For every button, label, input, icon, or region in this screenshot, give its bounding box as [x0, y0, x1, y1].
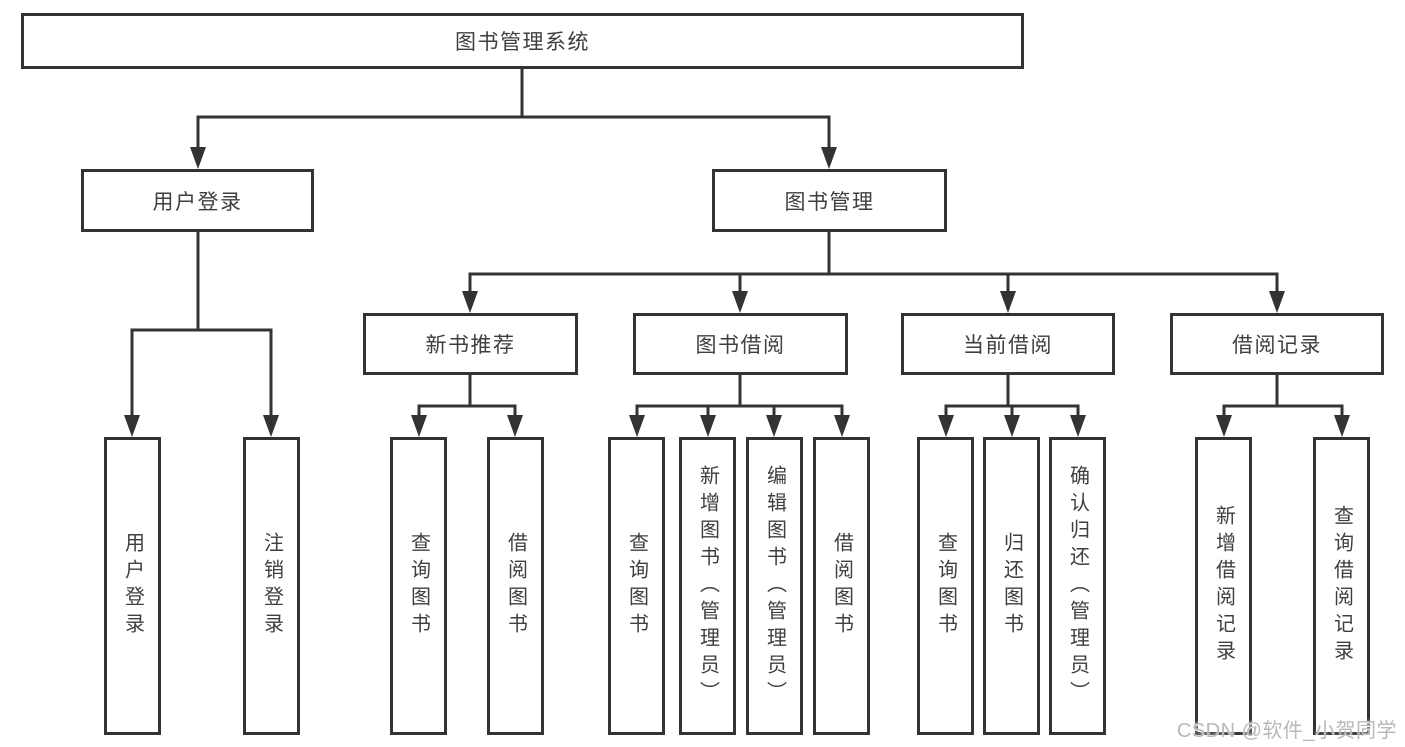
arrowhead-icon — [1269, 291, 1285, 313]
node-borrow-records: 借阅记录 — [1170, 313, 1384, 375]
arrowhead-icon — [834, 415, 850, 437]
arrowhead-icon — [732, 291, 748, 313]
arrowhead-icon — [1334, 415, 1350, 437]
node-new-book-recommend-label: 新书推荐 — [425, 334, 516, 357]
node-book-borrow-label: 图书借阅 — [695, 334, 786, 357]
leaf-recommend-borrow-books: 借阅图书 — [487, 437, 544, 735]
leaf-borrow-borrow-books: 借阅图书 — [813, 437, 870, 735]
leaf-records-add-record-label: 新增借阅记录 — [1212, 505, 1235, 667]
arrowhead-icon — [821, 147, 837, 169]
node-book-borrow: 图书借阅 — [633, 313, 848, 375]
arrowhead-icon — [507, 415, 523, 437]
leaf-records-add-record: 新增借阅记录 — [1195, 437, 1252, 735]
arrowhead-icon — [1070, 415, 1086, 437]
leaf-current-query-books-label: 查询图书 — [934, 532, 957, 640]
arrowhead-icon — [766, 415, 782, 437]
leaf-recommend-query-books: 查询图书 — [390, 437, 447, 735]
leaf-borrow-edit-books-admin: 编辑图书（管理员） — [746, 437, 803, 735]
leaf-borrow-query-books-label: 查询图书 — [625, 532, 648, 640]
node-user-login-label: 用户登录 — [152, 190, 243, 214]
leaf-borrow-borrow-books-label: 借阅图书 — [830, 532, 853, 640]
leaf-borrow-add-books-admin: 新增图书（管理员） — [679, 437, 736, 735]
node-user-login: 用户登录 — [81, 169, 314, 232]
watermark: CSDN @软件_小贺同学 — [1176, 720, 1397, 742]
node-current-borrow-label: 当前借阅 — [963, 334, 1053, 357]
leaf-current-confirm-return-admin-label: 确认归还（管理员） — [1066, 464, 1089, 708]
arrowhead-icon — [1000, 291, 1016, 313]
node-current-borrow: 当前借阅 — [901, 313, 1115, 375]
node-new-book-recommend: 新书推荐 — [363, 313, 578, 375]
leaf-recommend-query-books-label: 查询图书 — [407, 532, 430, 640]
node-root: 图书管理系统 — [21, 13, 1024, 69]
leaf-current-confirm-return-admin: 确认归还（管理员） — [1049, 437, 1106, 735]
leaf-current-return-books: 归还图书 — [983, 437, 1040, 735]
leaf-logout-label: 注销登录 — [260, 532, 283, 640]
arrowhead-icon — [263, 415, 279, 437]
leaf-recommend-borrow-books-label: 借阅图书 — [504, 532, 527, 640]
arrowhead-icon — [1004, 415, 1020, 437]
node-borrow-records-label: 借阅记录 — [1232, 334, 1322, 357]
leaf-user-login-label: 用户登录 — [121, 532, 144, 640]
leaf-records-query-record-label: 查询借阅记录 — [1330, 505, 1353, 667]
leaf-logout: 注销登录 — [243, 437, 300, 735]
arrowhead-icon — [462, 291, 478, 313]
leaf-borrow-edit-books-admin-label: 编辑图书（管理员） — [763, 464, 786, 708]
arrowhead-icon — [1216, 415, 1232, 437]
leaf-records-query-record: 查询借阅记录 — [1313, 437, 1370, 735]
leaf-current-query-books: 查询图书 — [917, 437, 974, 735]
arrowhead-icon — [411, 415, 427, 437]
arrowhead-icon — [700, 415, 716, 437]
leaf-user-login: 用户登录 — [104, 437, 161, 735]
node-book-management-label: 图书管理 — [784, 190, 875, 214]
node-book-management: 图书管理 — [712, 169, 947, 232]
leaf-current-return-books-label: 归还图书 — [1000, 532, 1023, 640]
arrowhead-icon — [629, 415, 645, 437]
arrowhead-icon — [190, 147, 206, 169]
arrowhead-icon — [938, 415, 954, 437]
leaf-borrow-add-books-admin-label: 新增图书（管理员） — [696, 464, 719, 708]
node-root-label: 图书管理系统 — [455, 31, 590, 54]
leaf-borrow-query-books: 查询图书 — [608, 437, 665, 735]
arrowhead-icon — [124, 415, 140, 437]
